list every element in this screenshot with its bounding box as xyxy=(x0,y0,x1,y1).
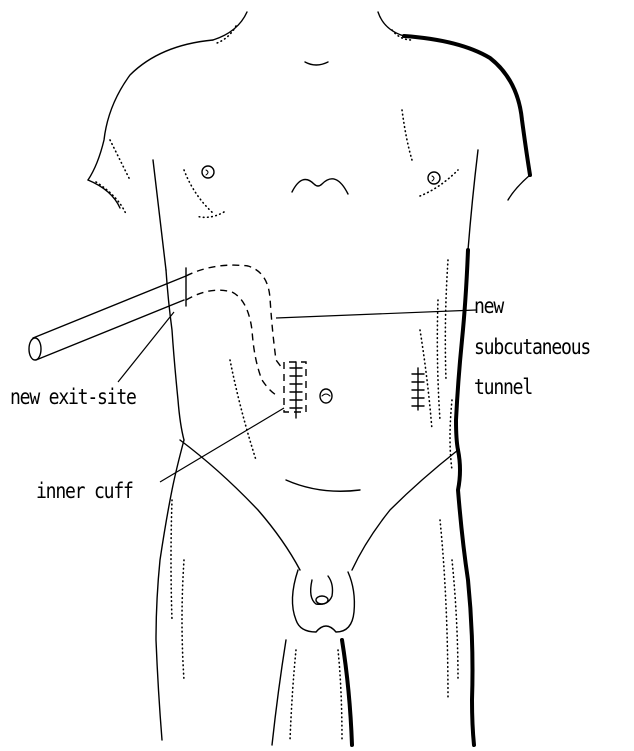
inner-cuff-leader xyxy=(160,408,284,482)
left-shoulder-outline xyxy=(88,40,213,180)
exit-site-leader xyxy=(118,312,174,382)
left-nipple-mark xyxy=(206,170,208,175)
neck-right-outline xyxy=(378,12,404,36)
left-axilla xyxy=(153,160,166,270)
abdomen-shading xyxy=(230,330,432,460)
inner-right-leg xyxy=(342,640,352,745)
umbilicus-mark xyxy=(322,394,330,396)
right-flank-outline xyxy=(456,250,468,450)
left-leg-shading xyxy=(171,500,184,680)
label-tunnel-line-2: subcutaneous xyxy=(474,335,590,359)
right-nipple-mark xyxy=(432,176,434,181)
right-shoulder-outline xyxy=(404,36,530,175)
left-flank-outline xyxy=(166,270,184,440)
inner-cuff-box xyxy=(284,362,306,412)
right-arm-outline xyxy=(508,175,530,200)
glans xyxy=(316,596,328,604)
left-hip-outline xyxy=(156,440,184,740)
neck-left-outline xyxy=(213,12,247,40)
right-hip-outline xyxy=(458,450,474,745)
right-leg-shading xyxy=(440,520,458,700)
right-flank-shading xyxy=(437,260,452,470)
right-axilla xyxy=(468,150,478,250)
label-tunnel-line-1: new xyxy=(474,294,503,318)
right-inguinal-crease xyxy=(352,450,458,570)
label-inner-cuff: inner cuff xyxy=(36,479,133,503)
costal-margin xyxy=(286,480,360,491)
catheter-tip xyxy=(29,338,41,360)
penis-outline xyxy=(311,576,333,604)
left-arm-outline xyxy=(88,180,120,208)
tunnel-lower-path xyxy=(186,290,278,396)
inner-leg-shading xyxy=(290,650,342,740)
inner-left-leg xyxy=(272,640,286,745)
neck-shading xyxy=(214,26,412,44)
jugular-notch xyxy=(305,62,328,65)
sternal-notch xyxy=(292,179,348,194)
label-tunnel-line-3: tunnel xyxy=(474,375,532,399)
scrotum-outline xyxy=(292,570,354,632)
catheter-tube xyxy=(33,276,186,360)
tunnel-upper-path xyxy=(186,265,282,368)
label-new-exit-site: new exit-site xyxy=(10,385,136,409)
